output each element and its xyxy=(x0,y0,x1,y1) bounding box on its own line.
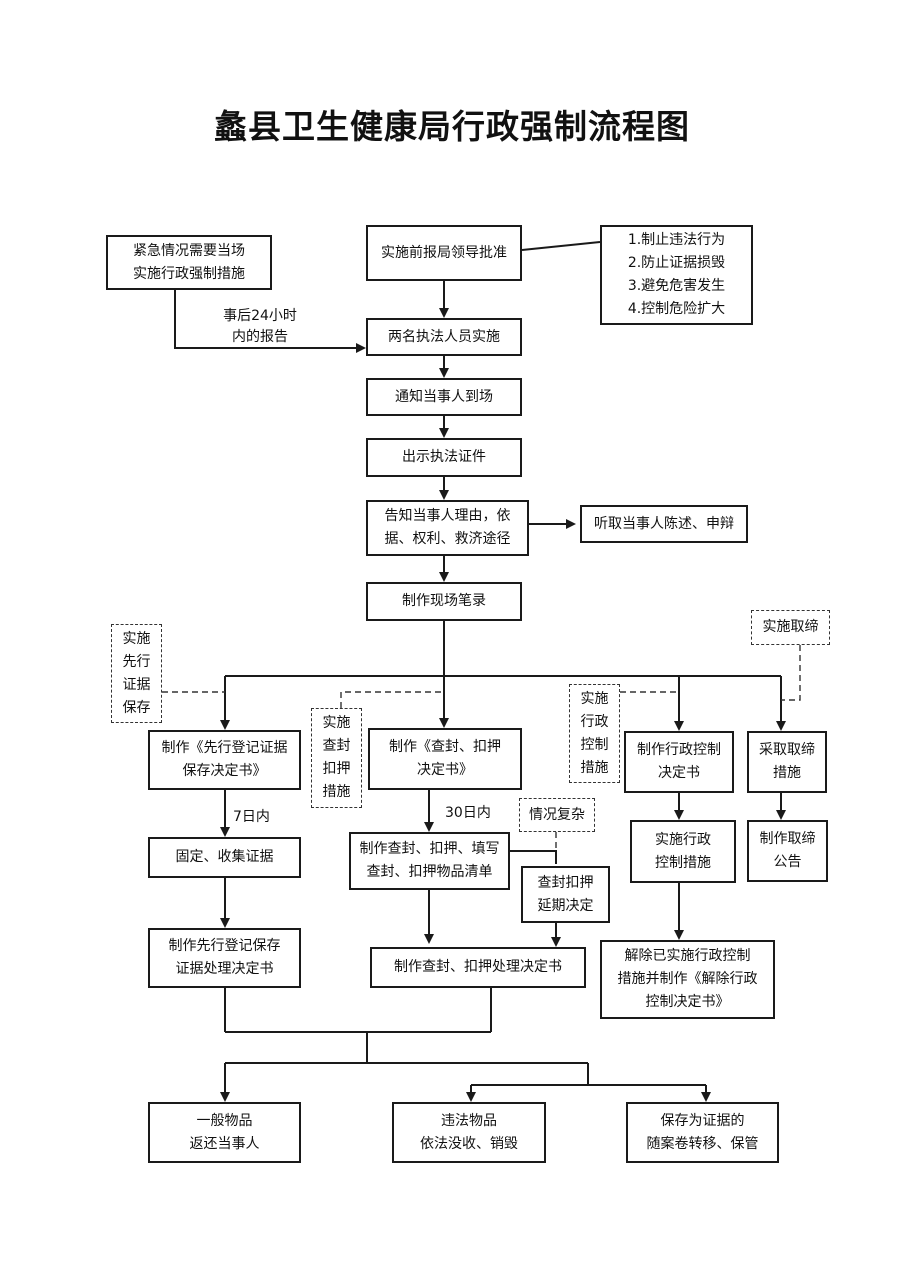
page-title: 蠡县卫生健康局行政强制流程图 xyxy=(214,107,690,146)
pre-register-dashed-box: 实施 先行 证据 保存 xyxy=(111,624,162,723)
seal-extension-box: 查封扣押 延期决定 xyxy=(521,866,610,923)
show-credentials-box: 出示执法证件 xyxy=(366,438,522,477)
confiscate-items-box: 违法物品 依法没收、销毁 xyxy=(392,1102,546,1163)
inform-party-box: 告知当事人理由，依 据、权利、救济途径 xyxy=(366,500,529,556)
pre-register-decision-box: 制作《先行登记证据 保存决定书》 xyxy=(148,730,301,790)
implement-control-box: 实施行政 控制措施 xyxy=(630,820,736,883)
two-officers-box: 两名执法人员实施 xyxy=(366,318,522,356)
hear-statement-box: 听取当事人陈述、申辩 xyxy=(580,505,748,543)
ban-measures-box: 采取取缔 措施 xyxy=(747,731,827,793)
seal-handling-box: 制作查封、扣押处理决定书 xyxy=(370,947,586,988)
return-items-box: 一般物品 返还当事人 xyxy=(148,1102,301,1163)
control-dashed-box: 实施 行政 控制 措施 xyxy=(569,684,620,783)
ban-dashed-box: 实施取缔 xyxy=(751,610,830,645)
within-30-days-label: 30日内 xyxy=(445,805,491,821)
seal-list-box: 制作查封、扣押、填写 查封、扣押物品清单 xyxy=(349,832,510,890)
notify-party-box: 通知当事人到场 xyxy=(366,378,522,416)
lift-control-box: 解除已实施行政控制 措施并制作《解除行政 控制决定书》 xyxy=(600,940,775,1019)
emergency-box: 紧急情况需要当场 实施行政强制措施 xyxy=(106,235,272,290)
pre-register-handling-box: 制作先行登记保存 证据处理决定书 xyxy=(148,928,301,988)
report-24h-label: 事后24小时 内的报告 xyxy=(223,308,297,345)
ban-notice-box: 制作取缔 公告 xyxy=(747,820,828,882)
within-7-days-label: 7日内 xyxy=(233,809,270,825)
approval-box: 实施前报局领导批准 xyxy=(366,225,522,281)
control-decision-box: 制作行政控制 决定书 xyxy=(624,731,734,793)
purposes-box: 1.制止违法行为 2.防止证据损毁 3.避免危害发生 4.控制危险扩大 xyxy=(600,225,753,325)
onsite-record-box: 制作现场笔录 xyxy=(366,582,522,621)
complex-dashed-box: 情况复杂 xyxy=(519,798,595,832)
seal-dashed-box: 实施 查封 扣押 措施 xyxy=(311,708,362,808)
seal-decision-box: 制作《查封、扣押 决定书》 xyxy=(368,728,522,790)
fix-collect-evidence-box: 固定、收集证据 xyxy=(148,837,301,878)
archive-items-box: 保存为证据的 随案卷转移、保管 xyxy=(626,1102,779,1163)
